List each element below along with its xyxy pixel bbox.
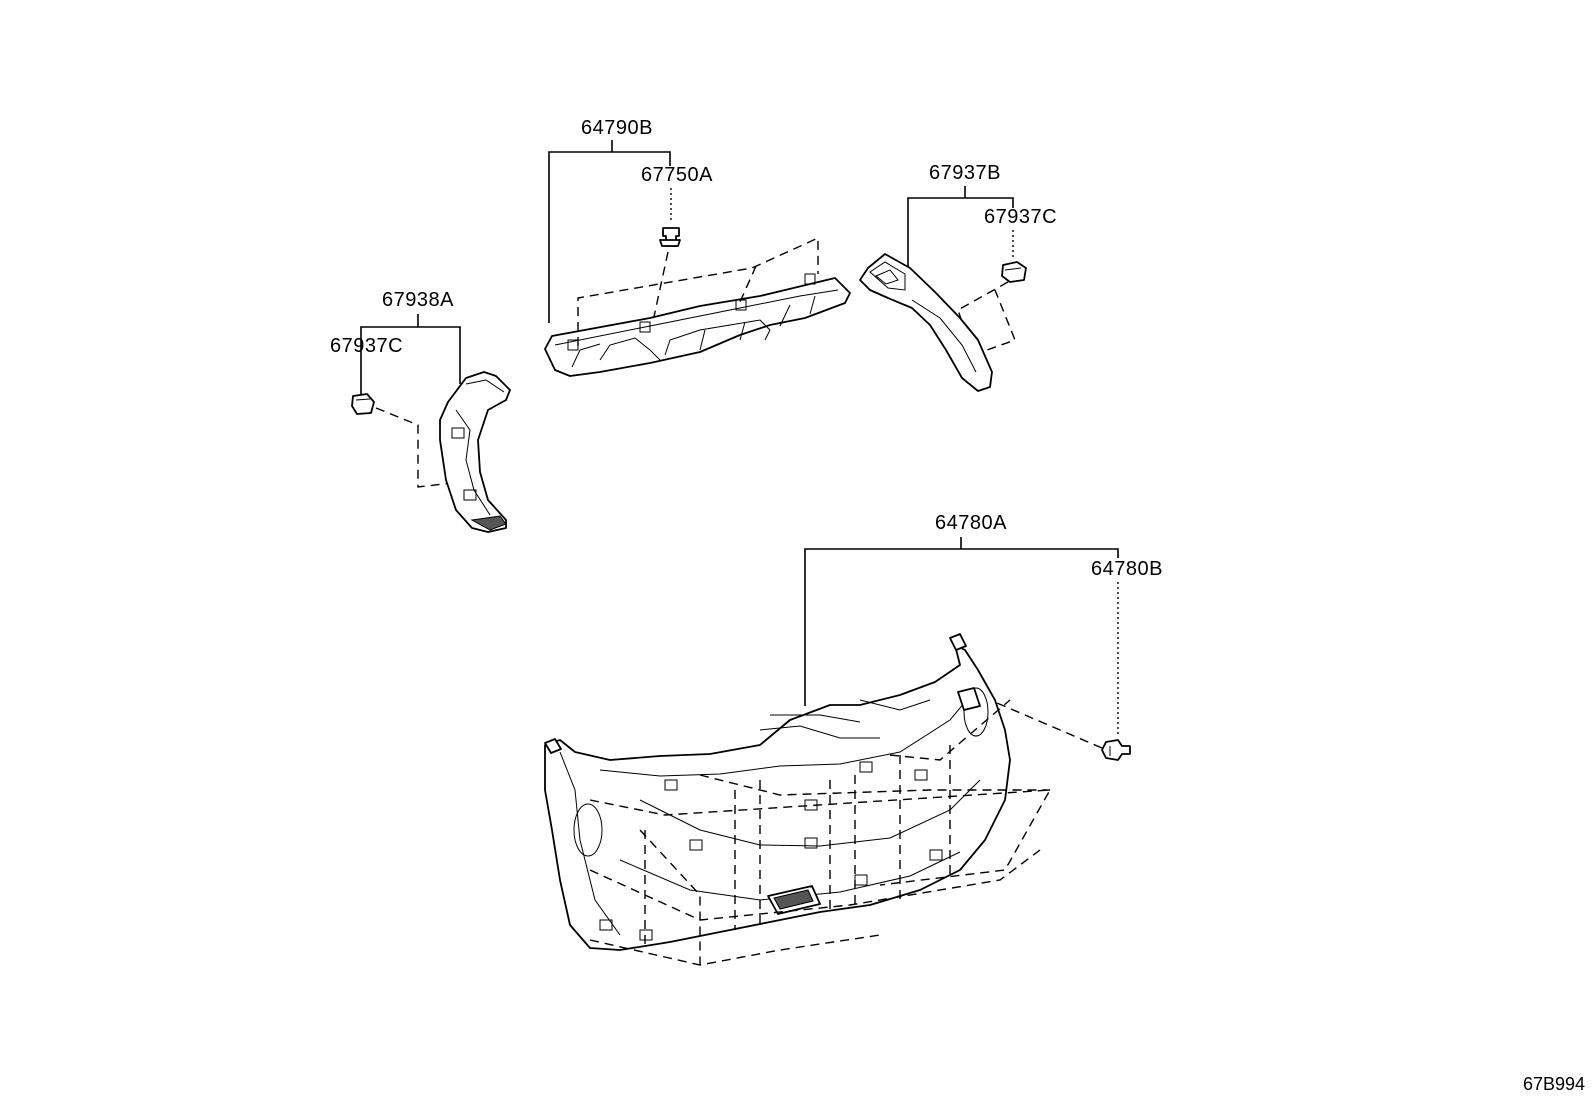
group-67937B: 67937B 67937C	[859, 162, 1057, 392]
clip-67937C-left[interactable]	[351, 393, 375, 415]
handle-pocket	[767, 885, 821, 915]
clip-67937C-right[interactable]	[1001, 261, 1027, 283]
upper-door-trim-panel[interactable]	[544, 273, 851, 377]
label-67937C-left[interactable]: 67937C	[330, 335, 403, 357]
group-64790B: 64790B 67750A	[544, 117, 851, 377]
label-67750A[interactable]: 67750A	[641, 164, 713, 186]
label-67937C-right[interactable]: 67937C	[984, 206, 1057, 228]
clip-64780B[interactable]	[1101, 739, 1131, 761]
label-64780A[interactable]: 64780A	[935, 512, 1007, 534]
pillar-garnish-67937B[interactable]	[859, 253, 993, 392]
label-64790B[interactable]: 64790B	[581, 117, 653, 139]
lower-door-trim-board[interactable]	[544, 633, 1011, 951]
label-67937B[interactable]: 67937B	[929, 162, 1001, 184]
fastener-grid	[589, 699, 1052, 966]
label-64780B[interactable]: 64780B	[1091, 558, 1163, 580]
label-67938A[interactable]: 67938A	[382, 289, 454, 311]
group-67938A: 67938A 67937C	[330, 289, 511, 533]
group-64780A: 64780A 64780B	[544, 512, 1163, 966]
pillar-garnish-67938A[interactable]	[439, 371, 511, 533]
reference-code: 67B994	[1523, 1074, 1585, 1094]
clip-67750A[interactable]	[649, 227, 681, 336]
